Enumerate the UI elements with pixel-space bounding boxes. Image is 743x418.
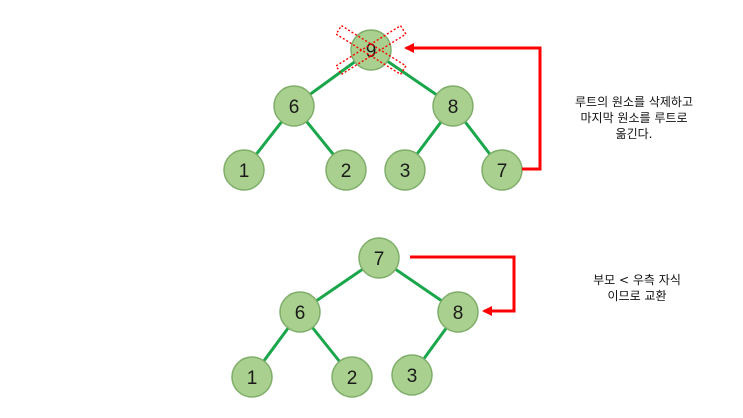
tree-after-node: 1 — [231, 356, 273, 398]
tree-before-node: 3 — [384, 149, 426, 191]
tree-before-node-label: 8 — [448, 97, 459, 118]
tree-before-node-circle — [432, 85, 474, 127]
tree-after-node-label: 1 — [247, 368, 258, 389]
cross-stroke — [335, 24, 407, 76]
tree-after-node-label: 2 — [347, 368, 358, 389]
tree-before-node-label: 7 — [497, 161, 508, 182]
tree-after-node-circle — [231, 356, 273, 398]
tree-after-node-label: 8 — [453, 303, 464, 324]
note-line: 옮긴다. — [615, 127, 653, 141]
tree-before-node-circle — [350, 29, 392, 71]
tree-after-node: 8 — [437, 291, 479, 333]
tree-before-node-label: 3 — [400, 161, 411, 182]
tree-after-node-label: 3 — [407, 366, 418, 387]
tree-after-node-label: 6 — [295, 303, 306, 324]
tree-after-node: 2 — [331, 356, 373, 398]
tree-before-node-label: 1 — [239, 161, 250, 182]
tree-before-node: 1 — [223, 149, 265, 191]
tree-before-nodes: 9 6 8 1 2 3 7 — [223, 29, 523, 191]
note-swap: 부모 < 우측 자식 이므로 교환 — [572, 272, 702, 304]
tree-before-node: 7 — [481, 149, 523, 191]
tree-after-node-circle — [358, 237, 400, 279]
tree-before-node: 8 — [432, 85, 474, 127]
note-line: 루트의 원소를 삭제하고 — [574, 95, 694, 109]
tree-before-node: 9 — [350, 29, 392, 71]
tree-after-node-circle — [391, 354, 433, 396]
tree-before-node-label: 6 — [289, 97, 300, 118]
cross-stroke — [335, 24, 407, 76]
tree-before-node-circle — [325, 149, 367, 191]
note-delete-root: 루트의 원소를 삭제하고 마지막 원소를 루트로 옮긴다. — [548, 94, 720, 142]
tree-after-node-circle — [437, 291, 479, 333]
note-line: 마지막 원소를 루트로 — [580, 111, 688, 125]
tree-before-node-circle — [384, 149, 426, 191]
tree-before-node-label: 9 — [366, 41, 377, 62]
tree-after-node: 7 — [358, 237, 400, 279]
tree-before-node: 6 — [273, 85, 315, 127]
tree-before-node: 2 — [325, 149, 367, 191]
move-last-to-root-arrow — [404, 43, 542, 171]
swap-arrow — [410, 255, 516, 316]
tree-before-node-label: 2 — [341, 161, 352, 182]
move-arrows — [404, 43, 542, 316]
tree-after-node-label: 7 — [374, 249, 385, 270]
tree-after-node: 6 — [279, 291, 321, 333]
delete-cross-mark — [335, 24, 407, 76]
note-line: 이므로 교환 — [607, 289, 667, 303]
tree-after-node-circle — [279, 291, 321, 333]
tree-after-node: 3 — [391, 354, 433, 396]
tree-after-node-circle — [331, 356, 373, 398]
note-line: 부모 < 우측 자식 — [593, 273, 681, 287]
tree-after-nodes: 7 6 8 1 2 3 — [231, 237, 479, 398]
tree-before-node-circle — [223, 149, 265, 191]
tree-before-node-circle — [273, 85, 315, 127]
